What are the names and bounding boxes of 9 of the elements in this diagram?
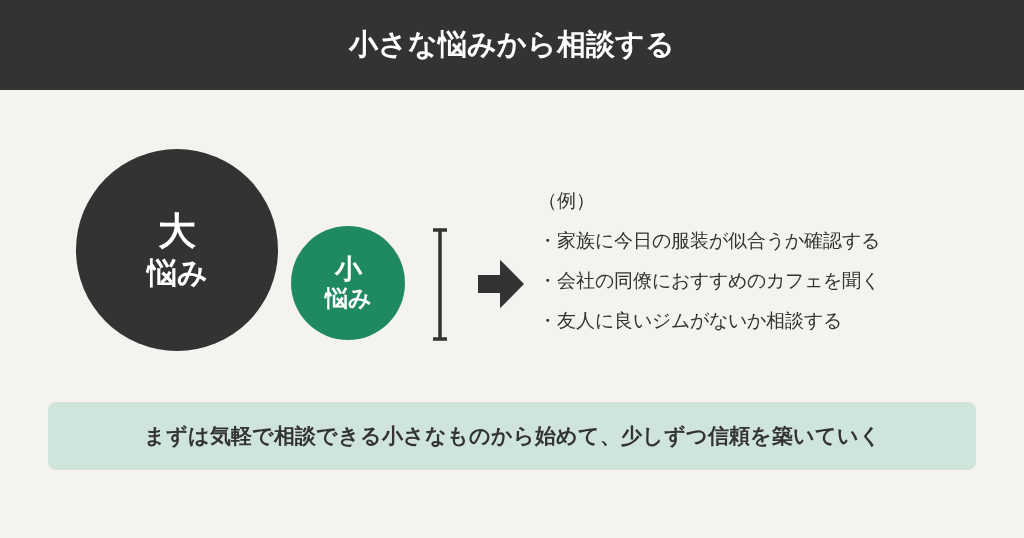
- block-arrow: [478, 259, 524, 309]
- large-circle: 大 悩み: [76, 149, 278, 351]
- list-heading: （例）: [538, 188, 595, 212]
- title: 小さな悩みから相談する: [347, 26, 676, 63]
- list-item: ・家族に今日の服装が似合うか確認する: [538, 228, 880, 252]
- summary-banner: まずは気軽で相談できる小さなものから始めて、少しずつ信頼を築いていく: [48, 402, 976, 470]
- list-item: ・会社の同僚におすすめのカフェを聞く: [538, 268, 880, 292]
- list-item: ・友人に良いジムがないか相談する: [538, 308, 842, 332]
- small-circle: 小 悩み: [291, 226, 405, 340]
